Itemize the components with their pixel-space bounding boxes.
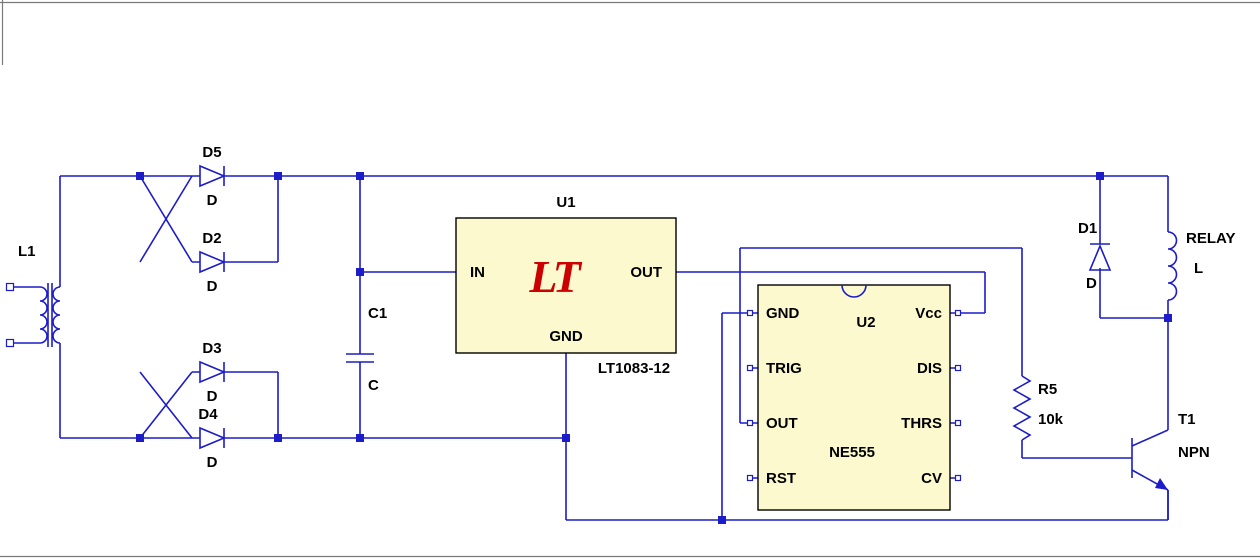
wire-junctions — [136, 172, 1172, 524]
label-l1-ref: L1 — [18, 243, 36, 260]
junction — [356, 268, 364, 276]
label-u1-ref: U1 — [556, 194, 575, 211]
label-d2-ref: D2 — [202, 230, 221, 247]
u1-pin-in-label: IN — [470, 264, 485, 281]
u2-trig-pin-terminal — [746, 364, 754, 372]
dip-notch — [841, 284, 867, 298]
u2-pin-thrs-label: THRS — [901, 415, 942, 432]
u2-pin-cv-label: CV — [921, 470, 942, 487]
linear-technology-logo: LT — [528, 251, 582, 302]
label-d4-ref: D4 — [198, 406, 218, 423]
resistor-R5-symbol[interactable] — [1012, 375, 1032, 441]
u2-gnd-pin-terminal — [746, 309, 754, 317]
label-d1-value: D — [1086, 275, 1097, 292]
u2-thrs-pin-terminal — [954, 419, 962, 427]
junction — [274, 434, 282, 442]
wire-transformer-leads[interactable] — [10, 176, 61, 438]
u2-pin-out-label: OUT — [766, 415, 798, 432]
diode-D1-triangle[interactable] — [1088, 243, 1112, 271]
label-d3-ref: D3 — [202, 340, 221, 357]
junction — [136, 434, 144, 442]
label-t1-value: NPN — [1178, 444, 1210, 461]
diode-D3-triangle[interactable] — [199, 360, 227, 384]
diode-D1-symbol[interactable] — [1088, 243, 1112, 271]
transformer-secondary-coil[interactable] — [52, 286, 61, 344]
transistor-emitter-arrow — [1155, 478, 1168, 490]
timer-U2-body[interactable] — [757, 284, 951, 511]
label-d2-value: D — [207, 278, 218, 295]
u2-part-label: NE555 — [829, 444, 875, 461]
label-d5-ref: D5 — [202, 144, 221, 161]
label-d1-ref: D1 — [1078, 220, 1097, 237]
wire-top-rail[interactable] — [60, 175, 1169, 232]
junction — [562, 434, 570, 442]
diode-D4-triangle[interactable] — [199, 426, 227, 450]
junction — [274, 172, 282, 180]
diode-D5-triangle[interactable] — [199, 164, 227, 188]
transistor-T1-symbol[interactable] — [1131, 429, 1169, 491]
label-relay-ref: RELAY — [1186, 230, 1235, 247]
u2-ref-label: U2 — [856, 314, 875, 331]
transformer-terminal-top[interactable] — [5, 282, 15, 292]
u2-pin-trig-label: TRIG — [766, 360, 802, 377]
u2-pin-dis-label: DIS — [917, 360, 942, 377]
junction — [356, 434, 364, 442]
regulator-U1-block[interactable]: IN OUT GND LT — [455, 217, 677, 354]
label-t1-ref: T1 — [1178, 411, 1196, 428]
label-c1-value: C — [368, 377, 379, 394]
label-d5-value: D — [207, 192, 218, 209]
u2-pin-vcc-label: Vcc — [915, 305, 942, 322]
wire-555-pin-stubs[interactable] — [750, 312, 958, 479]
u2-cv-pin-terminal — [954, 474, 962, 482]
label-r5-ref: R5 — [1038, 381, 1057, 398]
u2-dis-pin-terminal — [954, 364, 962, 372]
wire-relay-d1-transistor[interactable] — [1099, 176, 1169, 520]
diode-D3-symbol[interactable] — [199, 360, 227, 384]
wire-555-out-to-base[interactable] — [739, 247, 1132, 459]
label-d3-value: D — [207, 388, 218, 405]
diode-D2-triangle[interactable] — [199, 250, 227, 274]
u2-pin-gnd-label: GND — [766, 305, 800, 322]
diode-D4-symbol[interactable] — [199, 426, 227, 450]
label-u1-part: LT1083-12 — [598, 360, 670, 377]
transformer-core-lines — [47, 283, 53, 347]
capacitor-C1-symbol[interactable] — [346, 353, 374, 363]
diode-D2-symbol[interactable] — [199, 250, 227, 274]
u2-rst-pin-terminal — [746, 474, 754, 482]
u1-pin-out-label: OUT — [630, 264, 662, 281]
relay-coil-symbol[interactable] — [1167, 231, 1178, 301]
wire-vcc-net[interactable] — [676, 271, 986, 314]
wire-bridge-cross-links[interactable] — [139, 175, 279, 439]
u2-out-pin-terminal — [746, 419, 754, 427]
u2-vcc-pin-terminal — [954, 309, 962, 317]
u2-pin-rst-label: RST — [766, 470, 796, 487]
junction — [136, 172, 144, 180]
transformer-primary-coil[interactable] — [39, 286, 48, 344]
label-relay-value: L — [1194, 260, 1203, 277]
transistor-collector-lead — [1131, 429, 1169, 447]
diode-D5-symbol[interactable] — [199, 164, 227, 188]
junction — [356, 172, 364, 180]
junction — [1096, 172, 1104, 180]
junction — [1164, 314, 1172, 322]
label-c1-ref: C1 — [368, 305, 387, 322]
regulator-U1-body[interactable] — [455, 217, 677, 354]
transformer-L1-symbol[interactable] — [5, 282, 61, 348]
label-r5-value: 10k — [1038, 411, 1064, 428]
u1-pin-gnd-label: GND — [549, 328, 583, 345]
label-d4-value: D — [207, 454, 218, 471]
transformer-terminal-bottom[interactable] — [5, 338, 15, 348]
junction — [718, 516, 726, 524]
timer-U2-block[interactable]: GND TRIG OUT RST Vcc DIS THRS CV U2 NE55… — [746, 284, 962, 511]
wire-c1-and-in[interactable] — [359, 176, 456, 438]
